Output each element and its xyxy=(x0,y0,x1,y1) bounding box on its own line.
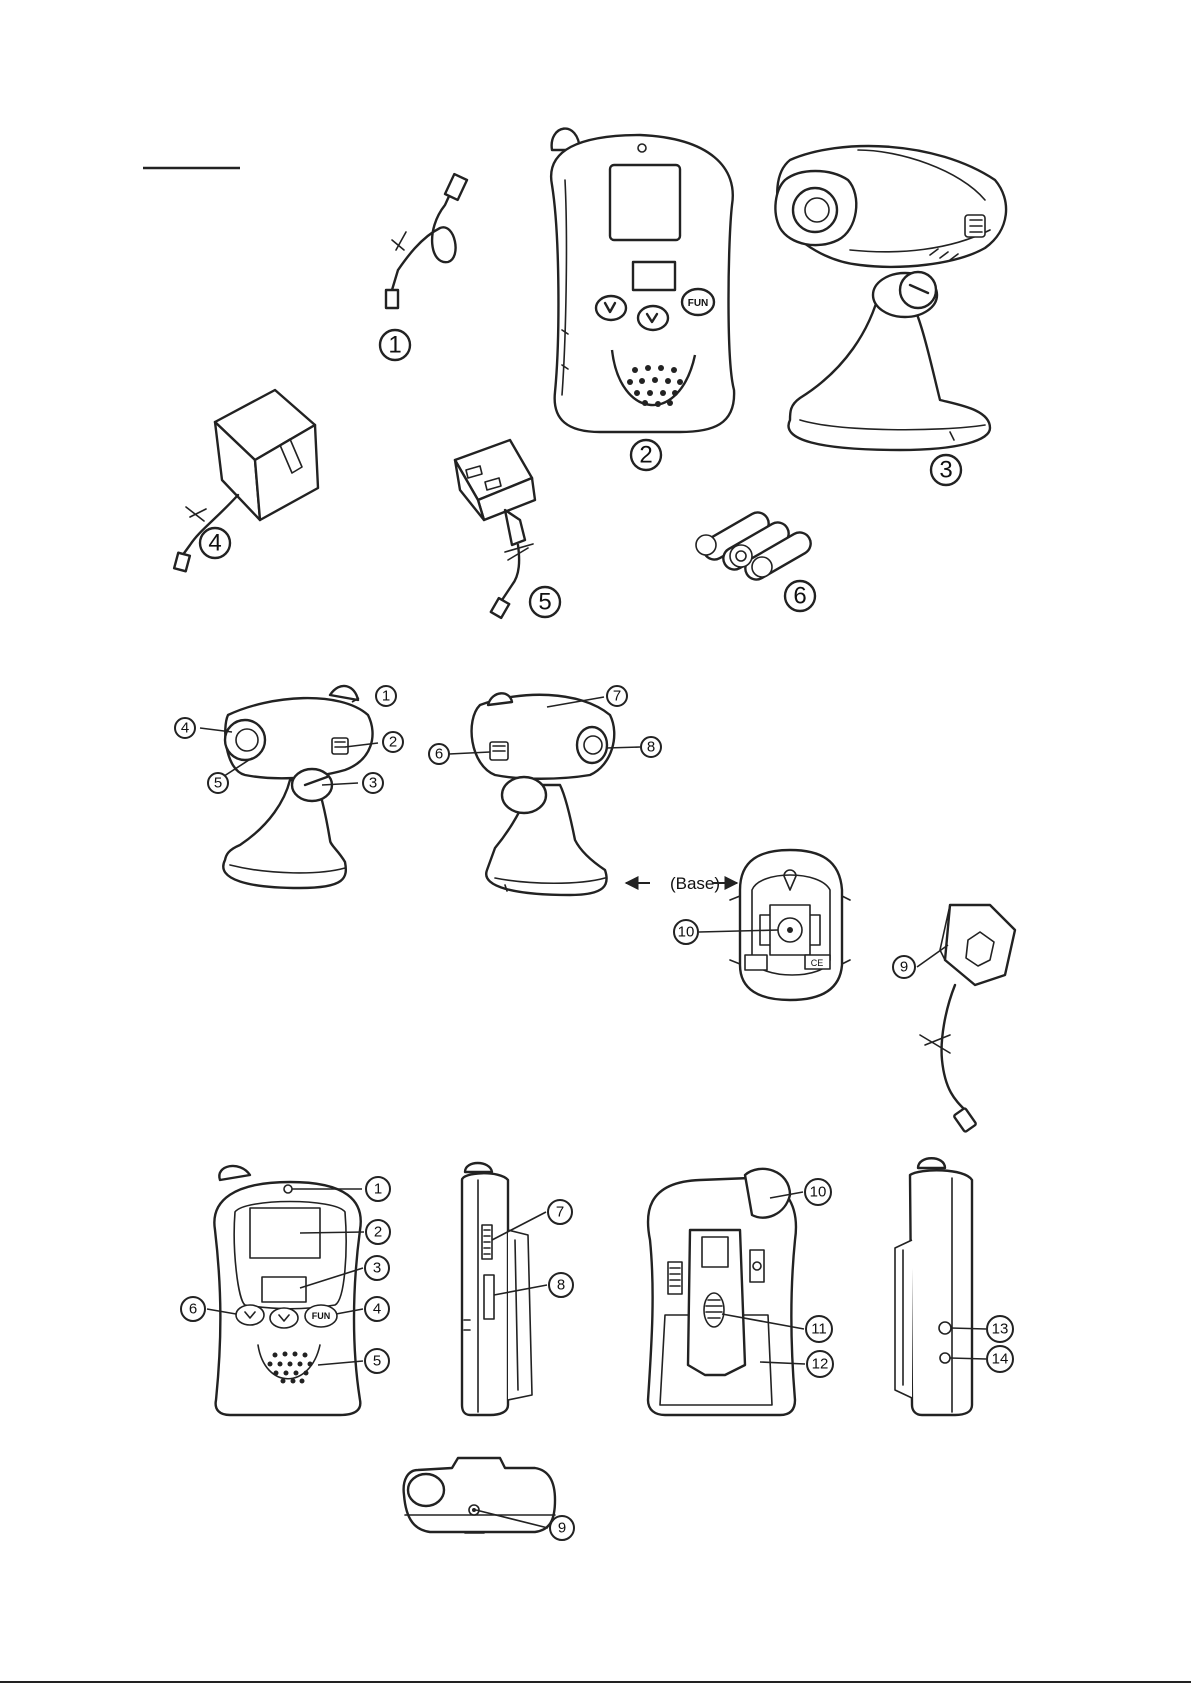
svg-text:7: 7 xyxy=(613,688,621,705)
callout-camera-4: 4 xyxy=(175,718,195,738)
monitor-adapter-illustration xyxy=(455,440,535,618)
monitor-back xyxy=(648,1169,796,1415)
camera-back-view xyxy=(472,693,615,895)
monitor-right-side xyxy=(895,1158,972,1415)
svg-text:6: 6 xyxy=(793,583,806,610)
svg-text:1: 1 xyxy=(388,332,401,359)
svg-text:1: 1 xyxy=(374,1181,382,1198)
callout-camera-2: 2 xyxy=(383,732,403,752)
svg-text:10: 10 xyxy=(810,1184,827,1201)
ce-mark: CE xyxy=(811,958,824,968)
camera-adapter-illustration xyxy=(174,390,318,571)
svg-text:3: 3 xyxy=(939,457,952,484)
callout-monitor-2: 2 xyxy=(366,1220,390,1244)
fun-button-label: FUN xyxy=(688,298,709,309)
callout-contents-6: 6 xyxy=(785,581,815,611)
svg-text:10: 10 xyxy=(678,924,695,941)
svg-text:2: 2 xyxy=(389,734,397,751)
callout-camera-8: 8 xyxy=(641,737,661,757)
callout-monitor-12: 12 xyxy=(807,1351,833,1377)
callout-contents-1: 1 xyxy=(380,330,410,360)
svg-text:14: 14 xyxy=(992,1351,1009,1368)
batteries-illustration xyxy=(696,508,815,583)
svg-text:7: 7 xyxy=(556,1204,564,1221)
callout-monitor-3: 3 xyxy=(365,1256,389,1280)
svg-text:5: 5 xyxy=(373,1353,381,1370)
callout-contents-2: 2 xyxy=(631,440,661,470)
callout-monitor-13: 13 xyxy=(987,1316,1013,1342)
callout-monitor-11: 11 xyxy=(806,1316,832,1342)
callout-monitor-10: 10 xyxy=(805,1179,831,1205)
callout-monitor-14: 14 xyxy=(987,1346,1013,1372)
svg-text:4: 4 xyxy=(208,530,221,557)
monitor-front-illustration: FUN xyxy=(551,129,734,432)
svg-text:6: 6 xyxy=(435,746,443,763)
svg-text:3: 3 xyxy=(373,1260,381,1277)
svg-text:11: 11 xyxy=(811,1321,827,1338)
svg-text:12: 12 xyxy=(812,1356,829,1373)
svg-text:2: 2 xyxy=(639,442,652,469)
av-cable-illustration xyxy=(386,174,467,308)
svg-text:5: 5 xyxy=(214,775,222,792)
callout-camera-3: 3 xyxy=(363,773,383,793)
callout-camera-1: 1 xyxy=(376,686,396,706)
callout-contents-4: 4 xyxy=(200,528,230,558)
fun-button-label-detail: FUN xyxy=(312,1311,331,1321)
callout-camera-6: 6 xyxy=(429,744,449,764)
callout-camera-10: 10 xyxy=(674,920,698,944)
monitor-front-detail: FUN xyxy=(214,1166,360,1415)
svg-text:4: 4 xyxy=(373,1301,381,1318)
svg-text:8: 8 xyxy=(557,1277,565,1294)
callout-monitor-5: 5 xyxy=(365,1349,389,1373)
callout-monitor-7: 7 xyxy=(548,1200,572,1224)
camera-illustration xyxy=(775,146,1006,450)
callout-monitor-4: 4 xyxy=(365,1297,389,1321)
monitor-top-view xyxy=(404,1458,555,1533)
svg-text:6: 6 xyxy=(189,1301,197,1318)
callout-camera-9: 9 xyxy=(893,956,915,978)
svg-text:2: 2 xyxy=(374,1224,382,1241)
base-label-group: (Base) xyxy=(626,874,737,893)
callout-contents-3: 3 xyxy=(931,455,961,485)
camera-base-view: CE xyxy=(730,850,850,1000)
svg-text:13: 13 xyxy=(992,1321,1009,1338)
callout-camera-7: 7 xyxy=(607,686,627,706)
svg-text:1: 1 xyxy=(382,688,390,705)
callout-camera-5: 5 xyxy=(208,773,228,793)
callout-monitor-8: 8 xyxy=(549,1273,573,1297)
callout-monitor-9: 9 xyxy=(550,1516,574,1540)
callout-monitor-6: 6 xyxy=(181,1297,205,1321)
svg-text:3: 3 xyxy=(369,775,377,792)
svg-text:9: 9 xyxy=(900,959,908,976)
callout-contents-5: 5 xyxy=(530,587,560,617)
camera-adapter-detail xyxy=(920,905,1015,1132)
svg-text:9: 9 xyxy=(558,1520,566,1537)
svg-text:5: 5 xyxy=(538,589,551,616)
svg-text:4: 4 xyxy=(181,720,189,737)
svg-text:8: 8 xyxy=(647,739,655,756)
callout-monitor-1: 1 xyxy=(366,1177,390,1201)
camera-front-view xyxy=(223,686,372,888)
